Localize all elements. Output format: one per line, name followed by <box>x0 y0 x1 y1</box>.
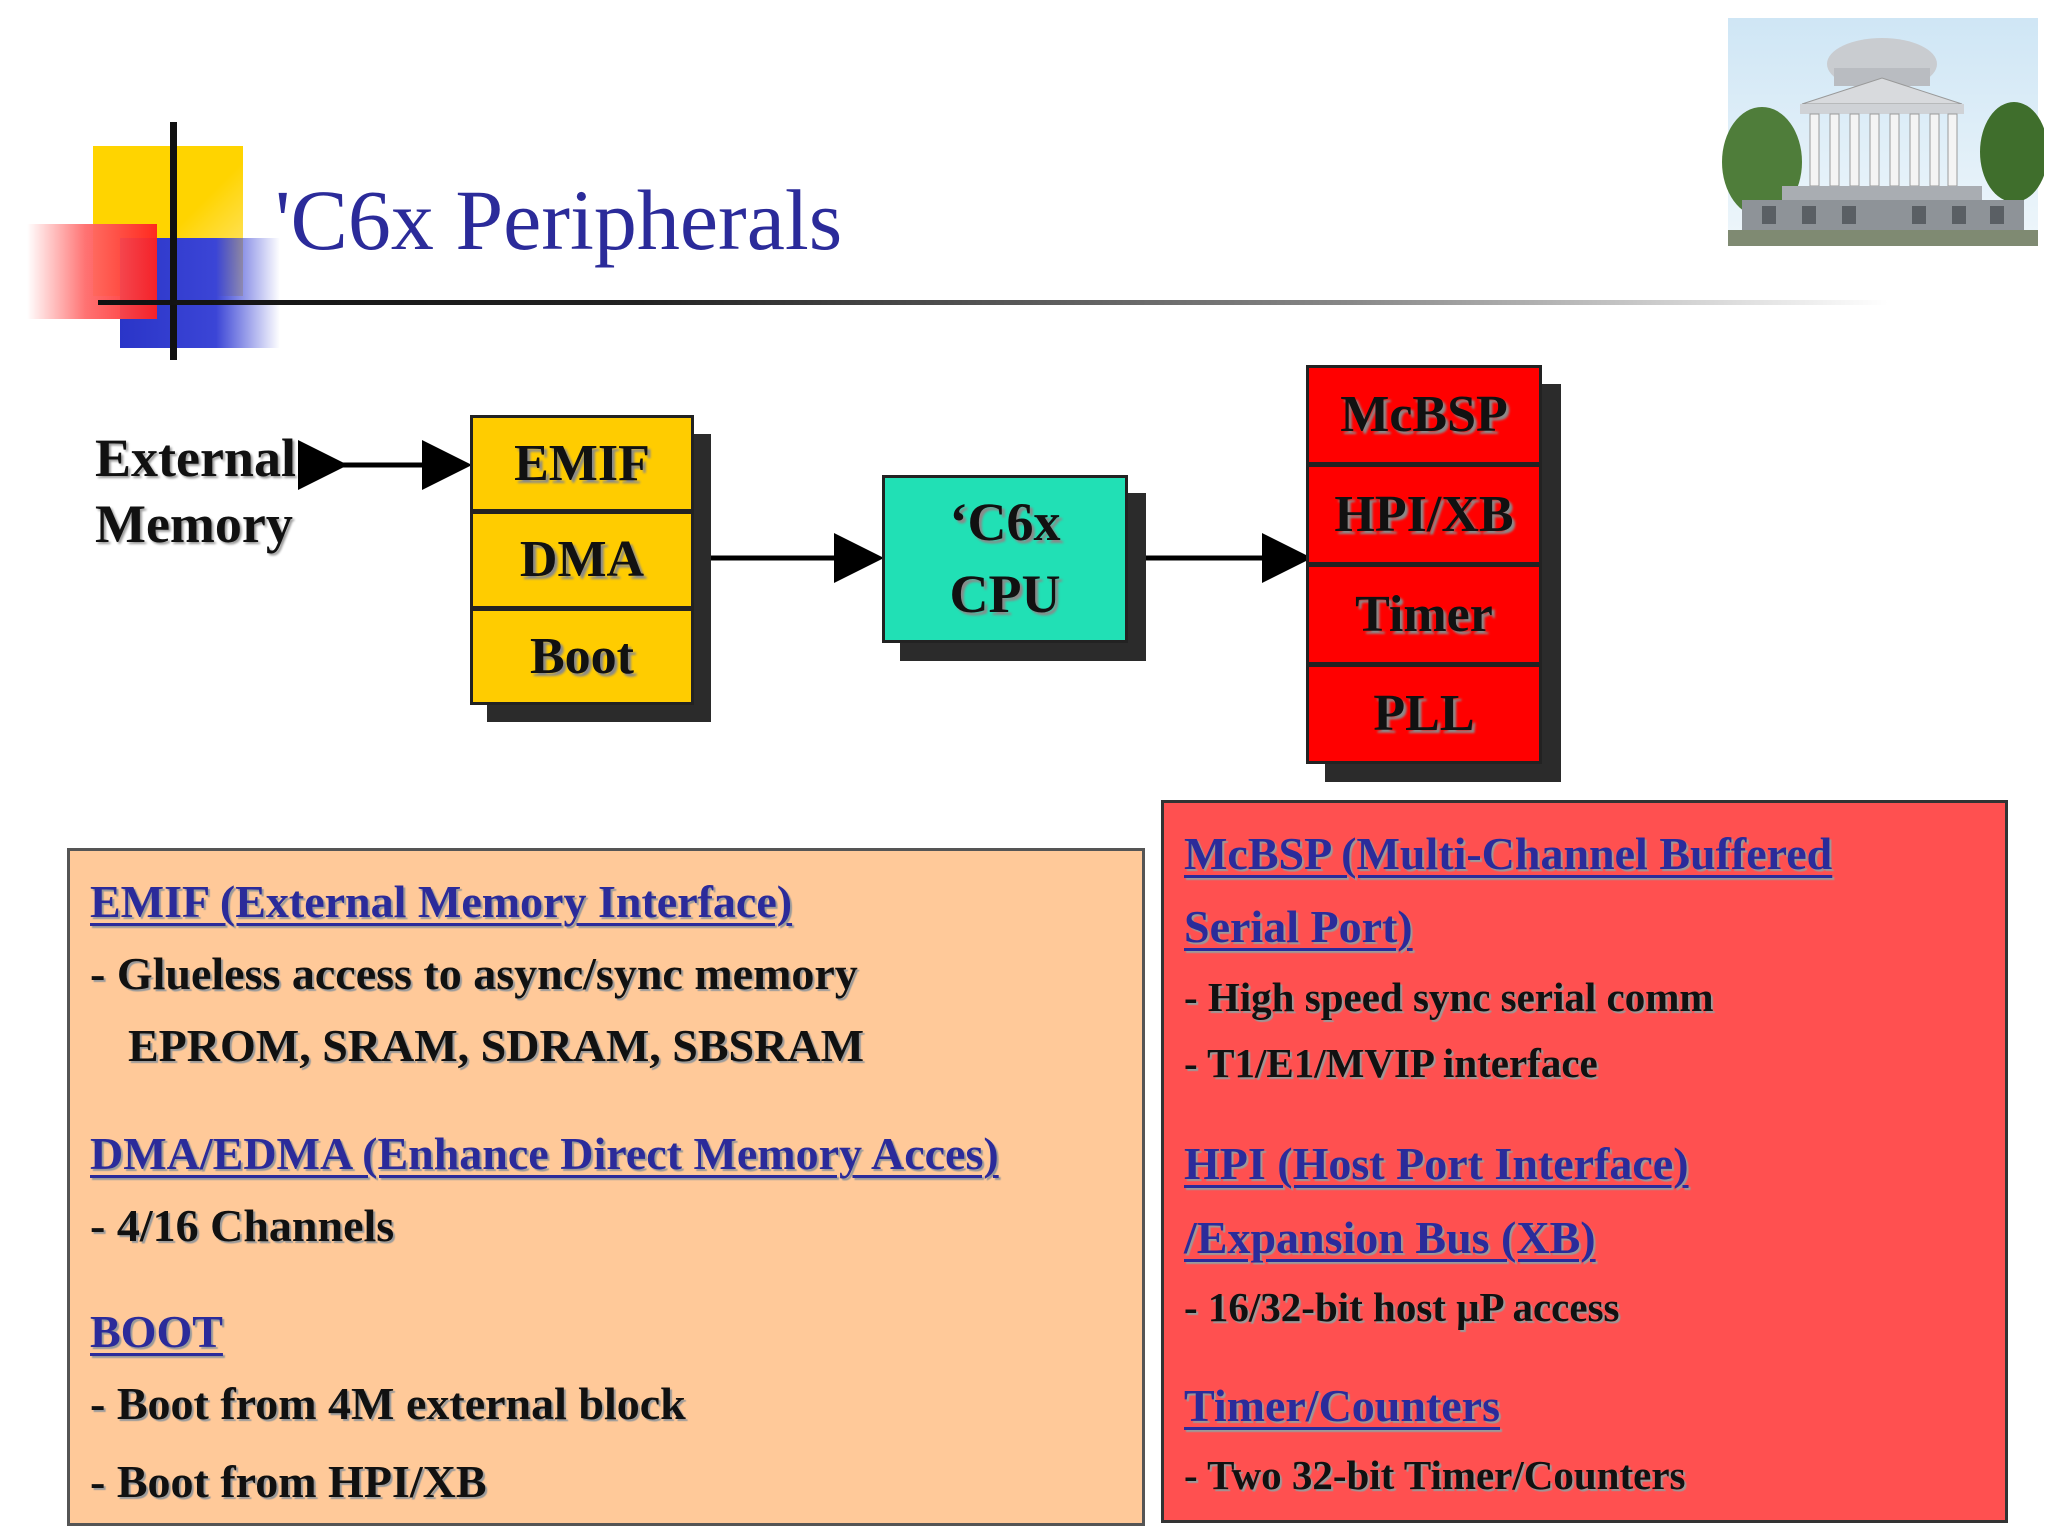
external-memory-label: External Memory <box>95 425 296 557</box>
mcbsp-heading-line-1: McBSP (Multi-Channel Buffered <box>1184 828 1833 879</box>
mcbsp-line-1: - High speed sync serial comm <box>1184 974 1714 1020</box>
slide-title: 'C6x Peripherals <box>275 172 843 268</box>
dma-heading: DMA/EDMA (Enhance Direct Memory Acces) <box>90 1128 999 1179</box>
hpi-heading-line-1: HPI (Host Port Interface) <box>1184 1138 1689 1189</box>
timer-block: Timer <box>1306 564 1542 665</box>
boot-line-2: - Boot from HPI/XB <box>90 1456 487 1507</box>
boot-heading: BOOT <box>90 1306 223 1357</box>
mcbsp-line-2: - T1/E1/MVIP interface <box>1184 1040 1598 1086</box>
hpi-line-1: - 16/32-bit host μP access <box>1184 1284 1620 1330</box>
dma-block: DMA <box>470 511 694 609</box>
hpi-xb-block: HPI/XB <box>1306 464 1542 565</box>
pll-block: PLL <box>1306 664 1542 764</box>
emif-block: EMIF <box>470 415 694 512</box>
dma-line-1: - 4/16 Channels <box>90 1200 395 1251</box>
boot-block: Boot <box>470 608 694 705</box>
cpu-block: ‘C6x CPU <box>882 475 1128 643</box>
hpi-heading-line-2: /Expansion Bus (XB) <box>1184 1212 1596 1263</box>
title-deco-vertical-line <box>170 122 177 360</box>
emif-line-1: - Glueless access to async/sync memory <box>90 948 858 999</box>
emif-line-2: EPROM, SRAM, SDRAM, SBSRAM <box>128 1020 864 1071</box>
emif-heading: EMIF (External Memory Interface) <box>90 876 793 927</box>
timer-heading: Timer/Counters <box>1184 1380 1501 1431</box>
external-memory-line1: External <box>95 428 296 488</box>
cpu-block-line2: CPU <box>949 564 1061 624</box>
emif-dma-boot-info-box: EMIF (External Memory Interface) - Gluel… <box>67 848 1145 1526</box>
cpu-block-line1: ‘C6x <box>949 492 1061 552</box>
timer-line-1: - Two 32-bit Timer/Counters <box>1184 1452 1686 1498</box>
building-photo <box>1722 18 2044 246</box>
title-underline <box>98 300 1888 305</box>
mcbsp-hpi-timer-info-box: McBSP (Multi-Channel Buffered Serial Por… <box>1161 800 2008 1523</box>
mcbsp-heading-line-2: Serial Port) <box>1184 901 1413 952</box>
external-memory-line2: Memory <box>95 494 293 554</box>
mcbsp-block: McBSP <box>1306 365 1542 465</box>
boot-line-1: - Boot from 4M external block <box>90 1378 686 1429</box>
